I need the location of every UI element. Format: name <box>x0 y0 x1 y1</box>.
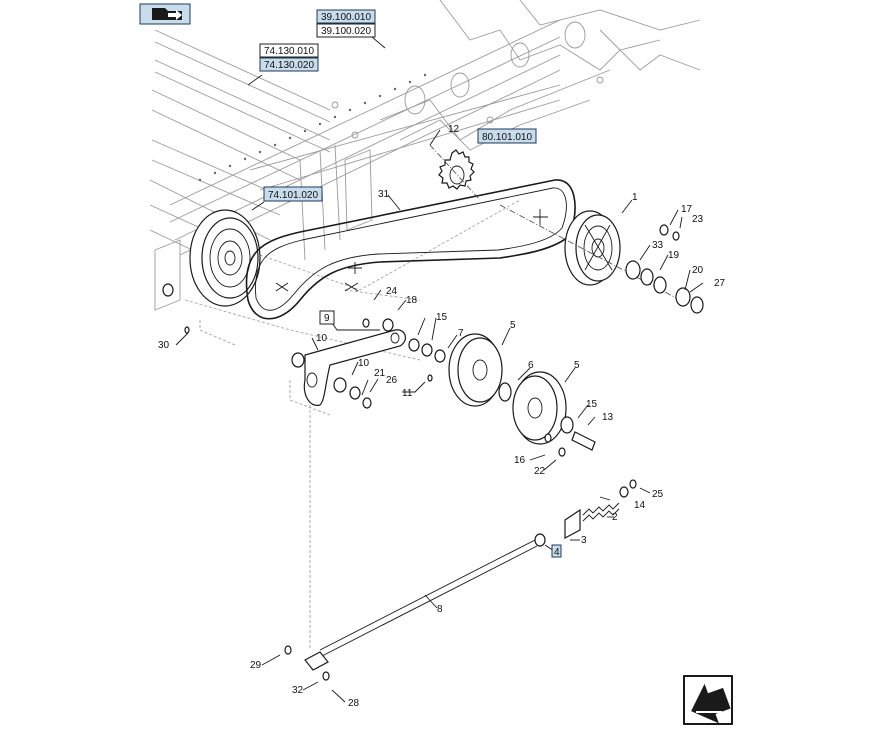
reference-link-74-130-010[interactable]: 74.130.010 <box>259 43 319 58</box>
callout-24: 24 <box>386 286 398 297</box>
callout-2: 2 <box>612 512 618 523</box>
reference-link-39-100-020[interactable]: 39.100.020 <box>316 23 376 38</box>
callout-numbers: 1 2 3 4 5 5 6 7 8 9 10 10 11 12 13 14 15… <box>158 124 726 709</box>
callout-32: 32 <box>292 685 304 696</box>
svg-text:74.130.010: 74.130.010 <box>264 46 314 57</box>
callout-12: 12 <box>448 124 460 135</box>
callout-25: 25 <box>652 489 664 500</box>
callout-33: 33 <box>652 240 664 251</box>
callout-4-highlighted: 4 <box>551 544 562 558</box>
leader-lines <box>175 129 704 703</box>
callout-8: 8 <box>437 604 443 615</box>
callout-14: 14 <box>634 500 646 511</box>
callout-15-upper: 15 <box>436 312 448 323</box>
idler-pulley-halves <box>448 333 596 457</box>
callout-21: 21 <box>374 368 386 379</box>
callout-5-lower: 5 <box>574 360 580 371</box>
reference-link-39-100-010[interactable]: 39.100.010 <box>316 9 376 24</box>
svg-text:39.100.010: 39.100.010 <box>321 12 371 23</box>
reference-boxes: 39.100.010 39.100.020 74.130.010 74.130.… <box>247 9 537 211</box>
sprocket <box>429 144 481 201</box>
spring-and-rod <box>284 479 637 681</box>
callout-4: 4 <box>554 547 560 558</box>
callout-23: 23 <box>692 214 704 225</box>
callout-7: 7 <box>458 328 464 339</box>
machine-frame <box>149 0 701 650</box>
svg-text:74.130.020: 74.130.020 <box>264 60 314 71</box>
callout-9: 9 <box>324 313 330 324</box>
arm-hardware <box>162 283 446 409</box>
svg-text:80.101.010: 80.101.010 <box>482 132 532 143</box>
washers-right <box>625 224 704 314</box>
svg-text:74.101.020: 74.101.020 <box>268 190 318 201</box>
tensioner-arm <box>303 329 407 406</box>
callout-6: 6 <box>528 360 534 371</box>
callout-18: 18 <box>406 295 418 306</box>
callout-10-lower: 10 <box>358 358 370 369</box>
callout-27: 27 <box>714 278 726 289</box>
callout-10-upper: 10 <box>316 333 328 344</box>
callout-26: 26 <box>386 375 398 386</box>
callout-1: 1 <box>632 192 638 203</box>
callout-22: 22 <box>534 466 546 477</box>
pulley-1 <box>499 204 681 301</box>
reference-link-74-101-020[interactable]: 74.101.020 <box>263 186 323 202</box>
callout-15-lower: 15 <box>586 399 598 410</box>
callout-19: 19 <box>668 250 680 261</box>
callout-3: 3 <box>581 535 587 546</box>
drive-pulley <box>189 209 261 307</box>
callout-9-boxed: 9 <box>319 310 335 325</box>
crosshair-markers <box>275 209 548 292</box>
callout-16: 16 <box>514 455 526 466</box>
callout-5-upper: 5 <box>510 320 516 331</box>
book-arrow-icon[interactable] <box>139 3 191 25</box>
direction-arrow-icon <box>683 675 733 725</box>
belt <box>245 179 576 320</box>
svg-text:39.100.020: 39.100.020 <box>321 26 371 37</box>
callout-28: 28 <box>348 698 360 709</box>
callout-31: 31 <box>378 189 390 200</box>
callout-20: 20 <box>692 265 704 276</box>
reference-link-74-130-020[interactable]: 74.130.020 <box>259 57 319 72</box>
callout-13: 13 <box>602 412 614 423</box>
callout-29: 29 <box>250 660 262 671</box>
reference-link-80-101-010[interactable]: 80.101.010 <box>477 128 537 144</box>
callout-17: 17 <box>681 204 693 215</box>
callout-11: 11 <box>402 388 413 399</box>
callout-30: 30 <box>158 340 170 351</box>
